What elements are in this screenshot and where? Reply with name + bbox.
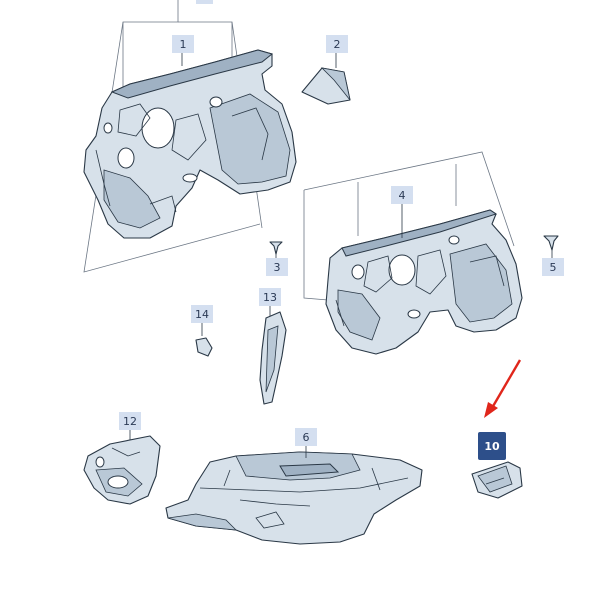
callout-2[interactable]: 2 (326, 35, 348, 53)
callout-6-label: 6 (303, 431, 310, 444)
callout-14[interactable]: 14 (191, 305, 213, 323)
callout-3[interactable]: 3 (266, 258, 288, 276)
callout-1[interactable]: 1 (172, 35, 194, 53)
callout-12-label: 12 (123, 415, 137, 428)
callout-5[interactable]: 5 (542, 258, 564, 276)
highlight-arrow (484, 359, 522, 418)
callout-10[interactable]: 10 (478, 432, 506, 460)
callout-13-label: 13 (263, 291, 277, 304)
part-3-clip[interactable] (269, 241, 283, 260)
callout-4-label: 4 (399, 189, 406, 202)
callout-4[interactable]: 4 (391, 186, 413, 204)
part-6-floor-insulation[interactable] (165, 446, 423, 545)
part-10-bracket[interactable] (471, 461, 523, 499)
callout-12[interactable]: 12 (119, 412, 141, 430)
part-4-firewall-insulation[interactable] (303, 151, 523, 355)
callout-14-label: 14 (195, 308, 209, 321)
part-1-firewall-insulation[interactable] (83, 0, 297, 273)
callout-3-label: 3 (274, 261, 281, 274)
callout-10-label: 10 (484, 440, 500, 453)
part-13-strip[interactable] (259, 306, 287, 405)
part-5-clip[interactable] (543, 235, 559, 258)
callout-2-label: 2 (334, 38, 341, 51)
callout-6[interactable]: 6 (295, 428, 317, 446)
part-12-side-insulation[interactable] (83, 430, 161, 505)
callout-top-cut (196, 0, 213, 4)
callout-13[interactable]: 13 (259, 288, 281, 306)
callout-1-label: 1 (180, 38, 187, 51)
callout-5-label: 5 (550, 261, 557, 274)
part-14-clip[interactable] (195, 322, 213, 357)
part-2-wedge-pad[interactable] (301, 52, 351, 105)
